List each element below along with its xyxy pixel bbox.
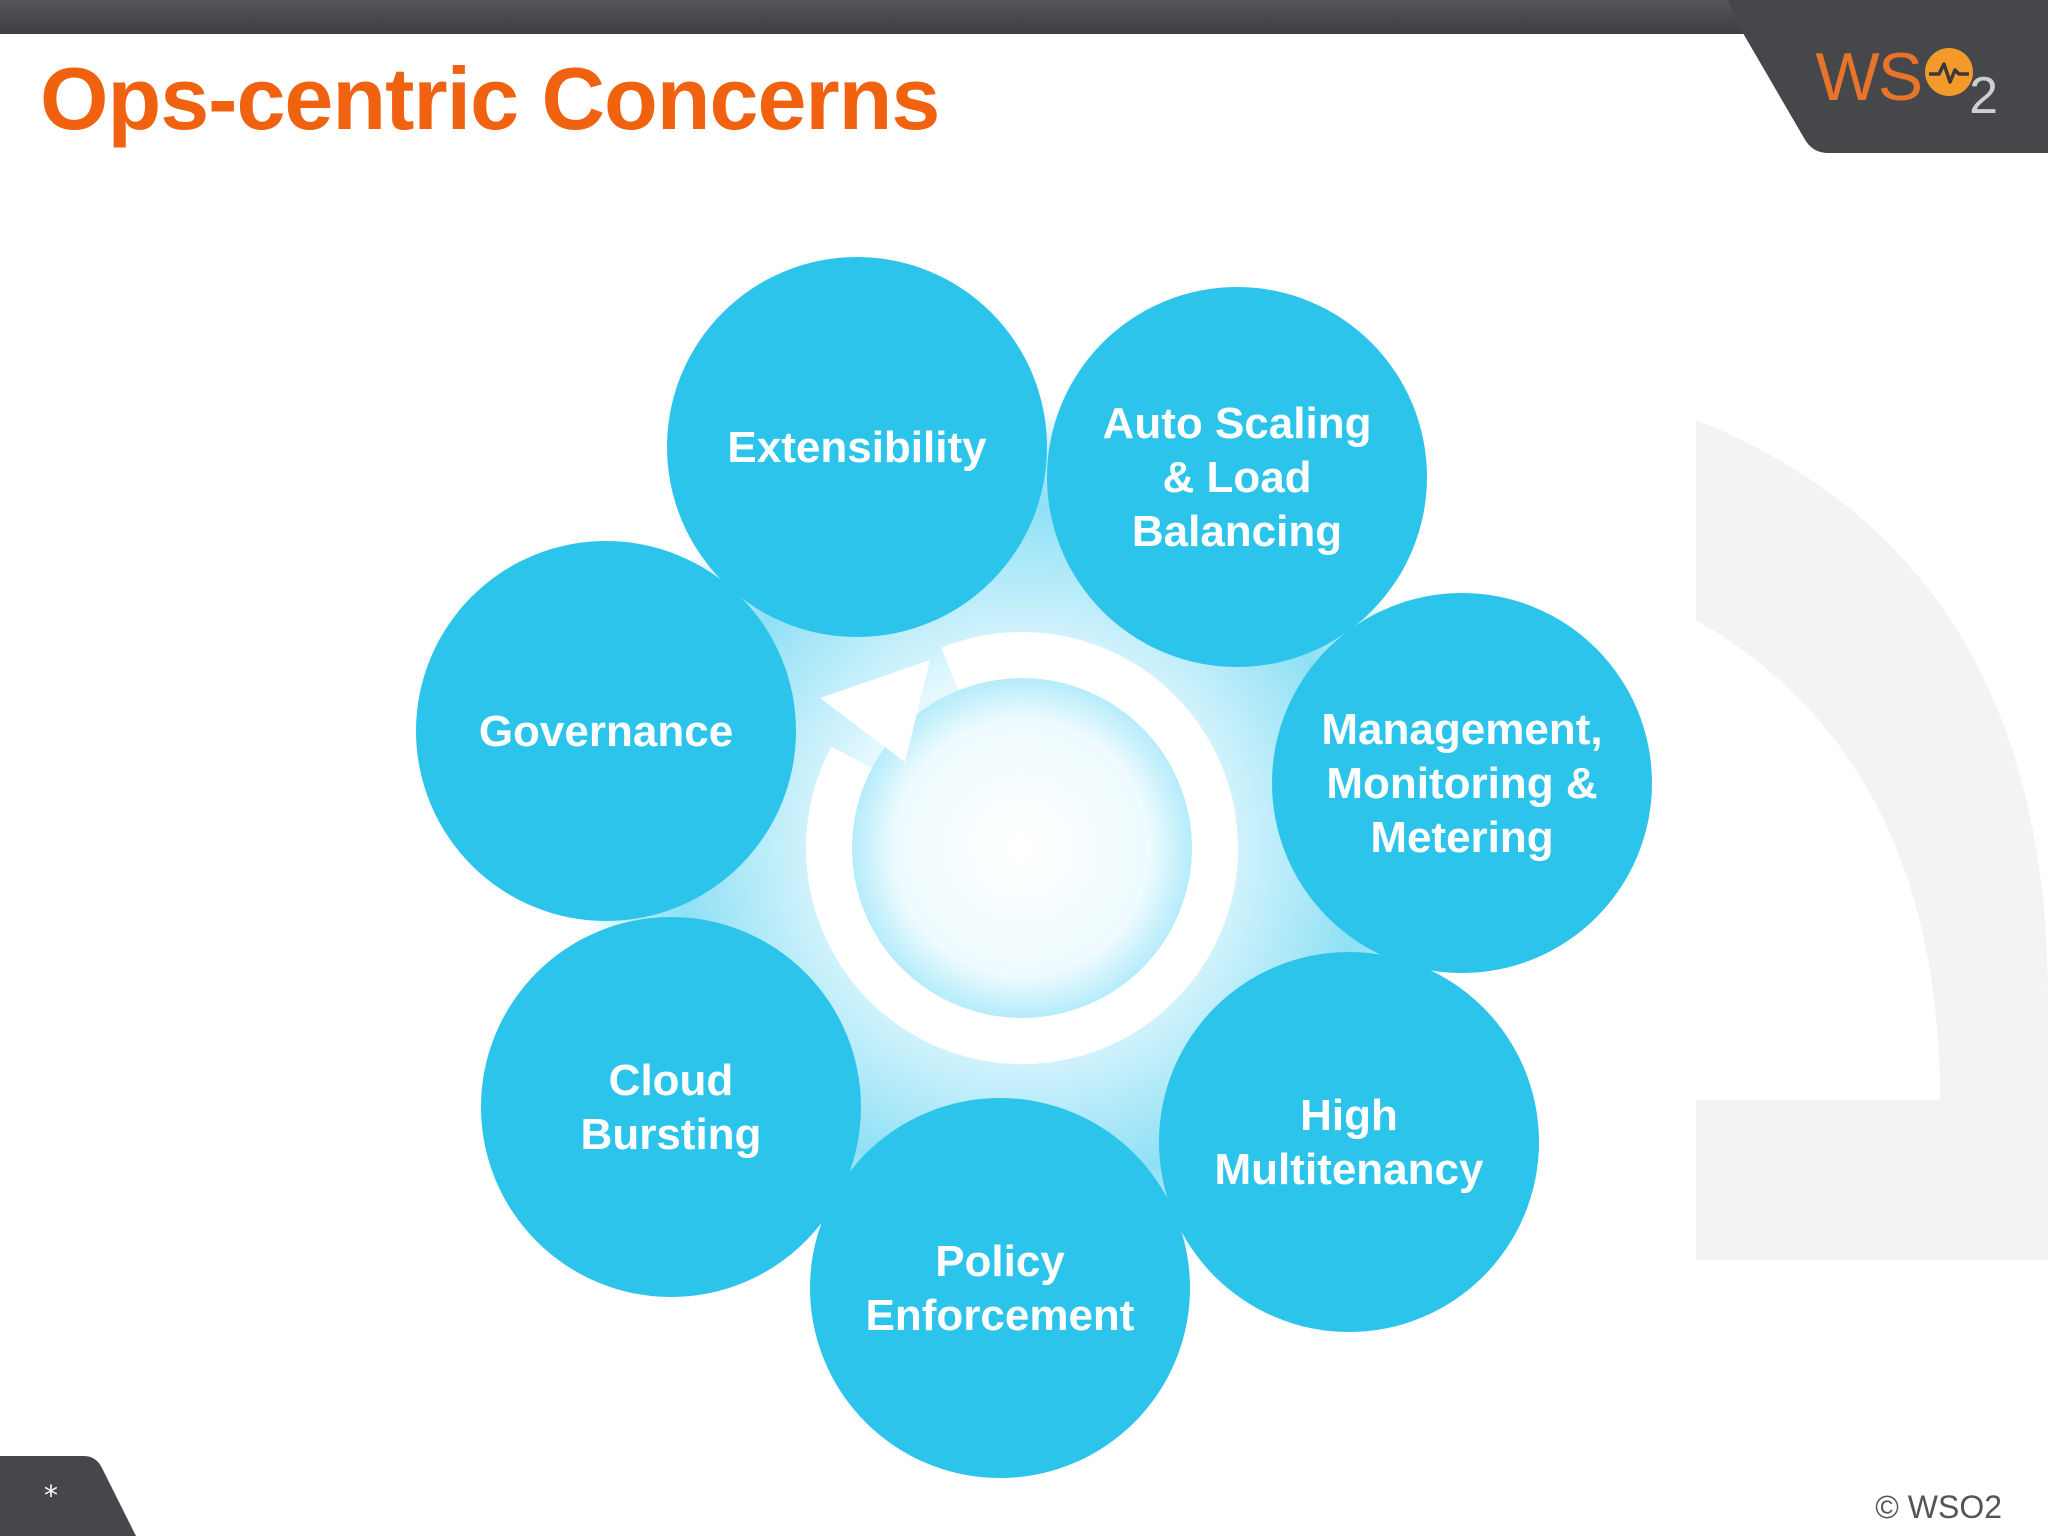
concern-label: Multitenancy <box>1215 1145 1484 1194</box>
concern-governance: Governance <box>416 541 796 921</box>
concern-label: Management, <box>1321 705 1602 754</box>
concern-label: Monitoring & <box>1326 759 1597 808</box>
slide-title: Ops-centric Concerns <box>40 49 940 148</box>
logo-tab: WS 2 <box>1728 0 2048 153</box>
concern-circle <box>1272 593 1652 973</box>
heartbeat-o-icon <box>1925 48 1974 96</box>
concern-label: Policy <box>935 1237 1065 1286</box>
concern-label: Bursting <box>581 1110 762 1159</box>
concern-circle <box>416 541 796 921</box>
background-bar <box>1696 1100 2048 1260</box>
top-bar <box>0 0 2048 34</box>
logo-text: WS <box>1815 39 1924 115</box>
concern-label: Extensibility <box>727 423 987 472</box>
concern-circle <box>810 1098 1190 1478</box>
concern-circle <box>1047 287 1427 667</box>
concern-label: Enforcement <box>866 1291 1135 1340</box>
background-arc <box>1696 420 2048 1100</box>
copyright-notice: © WSO2 <box>1875 1489 2002 1525</box>
concern-extensibility: Extensibility <box>667 257 1047 637</box>
cycle-arrow-icon <box>806 632 1238 1065</box>
concern-circle <box>667 257 1047 637</box>
concern-label: & Load <box>1162 453 1311 502</box>
wso2-logo: WS 2 <box>1815 38 1998 126</box>
concern-label: Cloud <box>609 1056 734 1105</box>
slide-marker: * <box>44 1479 58 1512</box>
concern-label: Governance <box>479 707 733 756</box>
concern-label: Metering <box>1370 813 1553 862</box>
concern-label: High <box>1300 1091 1398 1140</box>
concern-label: Auto Scaling <box>1103 399 1372 448</box>
logo-subscript: 2 <box>1969 67 1998 125</box>
concern-circle <box>1159 952 1539 1332</box>
concern-label: Balancing <box>1132 507 1342 556</box>
concern-circle <box>481 917 861 1297</box>
concern-management: Management, Monitoring & Metering <box>1272 593 1652 973</box>
slide-corner-tab <box>0 1456 136 1536</box>
